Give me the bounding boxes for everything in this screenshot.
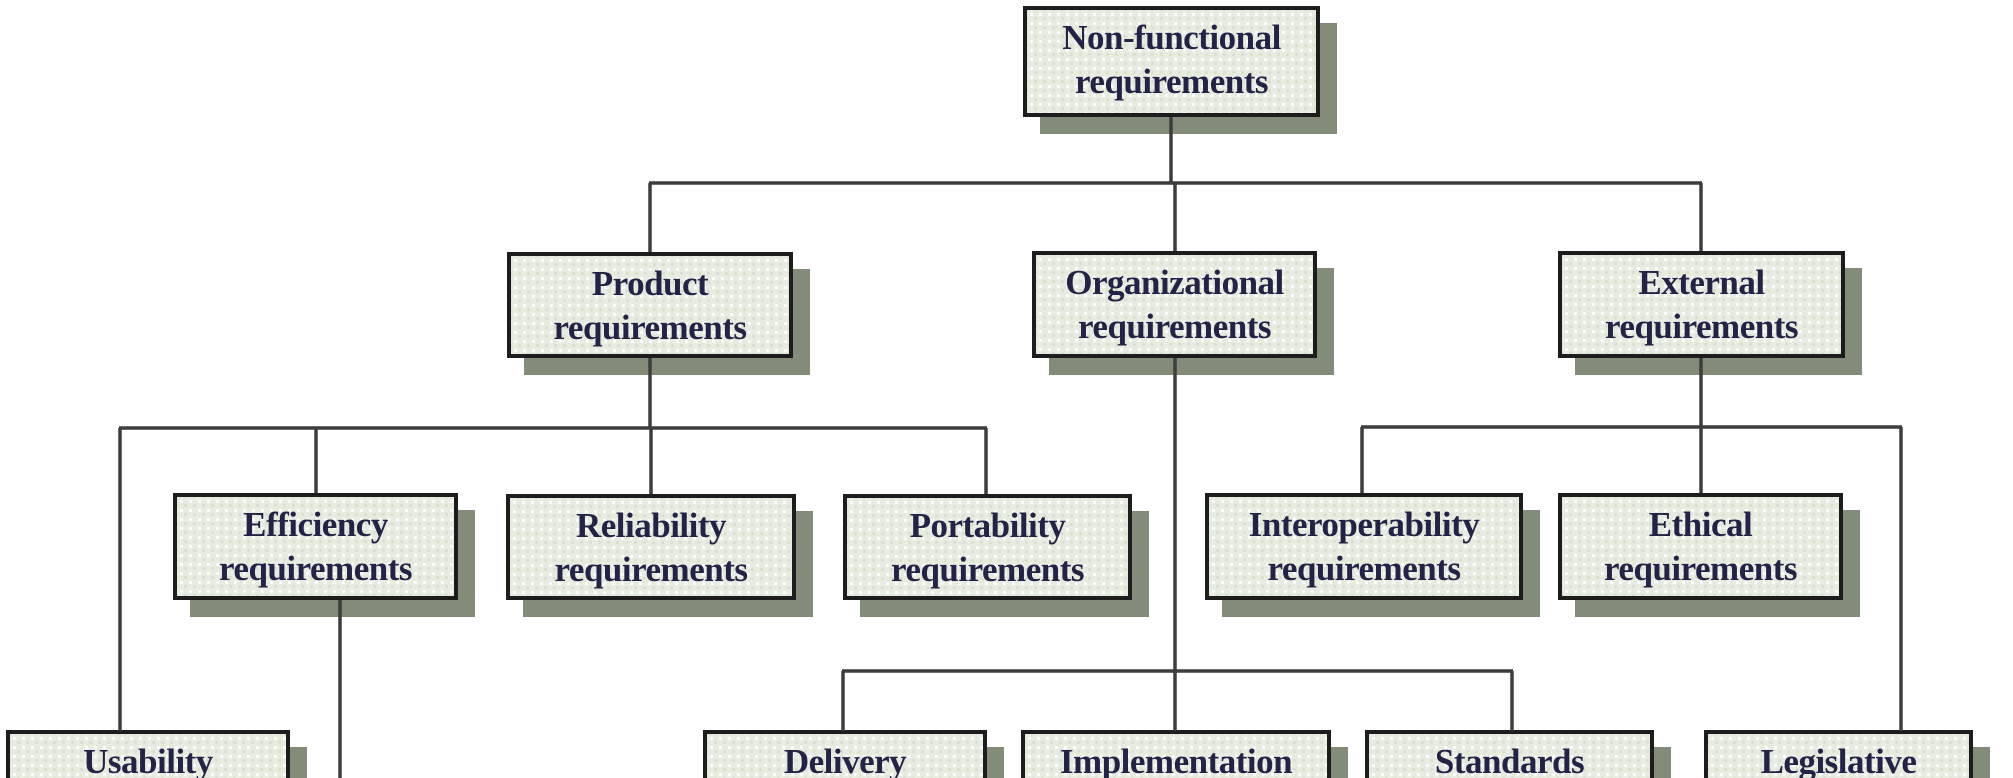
node-external: External requirements [1558,251,1845,358]
node-standards: Standards [1365,730,1654,778]
node-delivery: Delivery [703,730,987,778]
node-label: External [1638,263,1765,302]
node-ethical: Ethical requirements [1558,493,1843,600]
node-label: Usability [83,742,213,778]
node-interoperability: Interoperability requirements [1205,493,1523,600]
node-label: Implementation [1059,742,1293,778]
node-reliability: Reliability requirements [506,494,796,600]
node-label: Standards [1434,742,1585,778]
node-label: Interoperability [1248,505,1480,544]
node-label: Product [591,264,709,303]
node-label: requirements [219,549,412,588]
node-efficiency: Efficiency requirements [173,493,458,600]
node-legislative: Legislative [1704,730,1973,778]
node-label: requirements [1604,549,1797,588]
node-label: Ethical [1648,505,1753,544]
node-label: requirements [554,550,748,589]
node-label: requirements [1267,549,1461,588]
node-usability: Usability [6,730,290,778]
node-product: Product requirements [507,252,793,358]
node-organizational: Organizational requirements [1032,251,1317,358]
node-label: Efficiency [243,505,388,544]
node-label: Legislative [1760,742,1917,778]
node-label: requirements [1075,62,1268,101]
node-implementation: Implementation [1021,730,1331,778]
node-portability: Portability requirements [843,494,1132,600]
node-nonfunctional: Non-functional requirements [1023,6,1320,117]
node-label: requirements [1078,307,1271,346]
node-label: Organizational [1065,263,1284,302]
node-label: requirements [891,550,1084,589]
node-label: Portability [909,506,1066,545]
node-label: Reliability [575,506,727,545]
node-label: Delivery [783,742,907,778]
node-label: Non-functional [1062,18,1281,57]
node-label: requirements [1605,307,1798,346]
node-label: requirements [553,308,747,347]
